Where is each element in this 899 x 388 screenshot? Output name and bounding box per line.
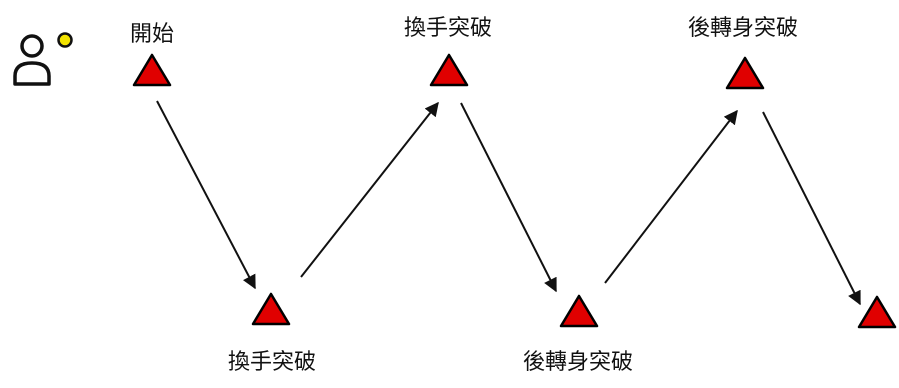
arrow-5 bbox=[762, 111, 861, 306]
marker-triangle-start bbox=[132, 53, 172, 87]
status-dot-icon bbox=[57, 32, 73, 48]
marker-triangle-2 bbox=[251, 292, 291, 326]
step-label-start: 開始 bbox=[129, 22, 175, 47]
marker-triangle-3 bbox=[429, 53, 469, 87]
arrow-2 bbox=[300, 101, 439, 278]
arrow-4 bbox=[604, 109, 738, 284]
arrow-1 bbox=[156, 100, 256, 290]
marker-triangle-4 bbox=[559, 294, 599, 328]
marker-triangle-5 bbox=[725, 56, 765, 90]
step-label-2: 換手突破 bbox=[227, 350, 317, 375]
marker-triangle-6 bbox=[857, 295, 897, 329]
step-label-5: 後轉身突破 bbox=[687, 16, 799, 41]
person-icon bbox=[13, 32, 73, 86]
step-label-3: 換手突破 bbox=[403, 16, 493, 41]
arrow-3 bbox=[460, 102, 557, 293]
step-label-4: 後轉身突破 bbox=[522, 350, 634, 375]
